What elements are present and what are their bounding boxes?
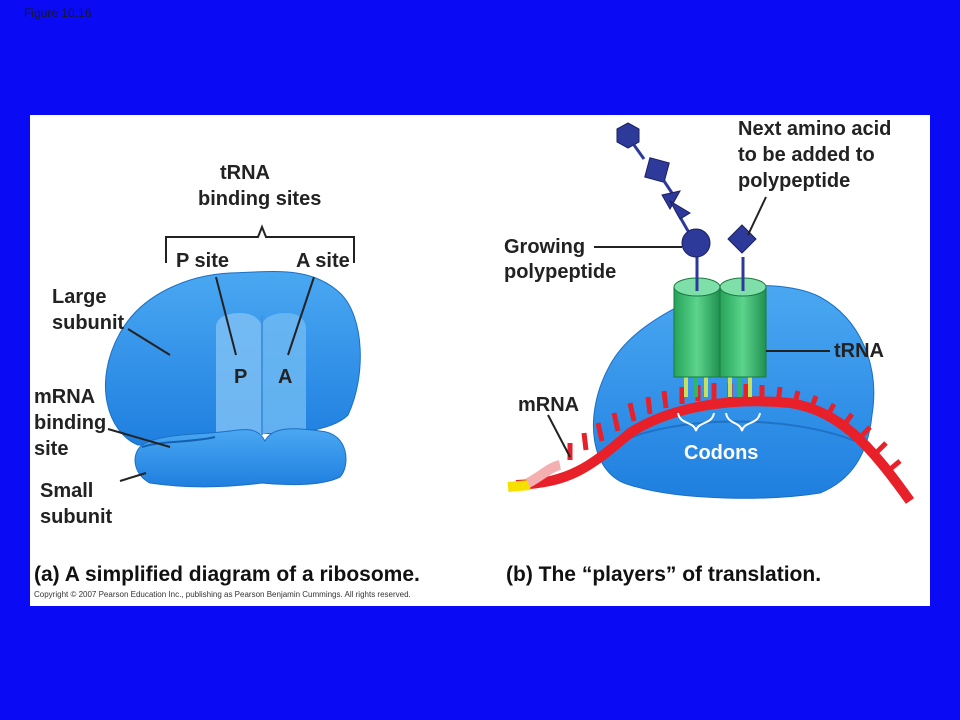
translation-diagram (507, 122, 915, 504)
next-amino-label-1: Next amino acid (738, 118, 891, 140)
next-amino-label-3: polypeptide (738, 170, 850, 192)
trna-sites-label-1: tRNA (220, 162, 270, 184)
panel-a-caption: (a) A simplified diagram of a ribosome. (34, 563, 420, 586)
binding-sites-brace (165, 224, 355, 263)
trna-label: tRNA (834, 340, 884, 362)
polypeptide-chain (616, 122, 757, 258)
large-subunit-label-2: subunit (52, 312, 125, 334)
codon-brackets (677, 412, 761, 432)
small-subunit-label-1: Small (40, 480, 93, 502)
small-subunit-shape (134, 428, 347, 488)
ribosome-diagram: P A (105, 271, 361, 488)
p-letter: P (234, 366, 247, 388)
panel-b-leaders (547, 196, 830, 458)
growing-label-1: Growing (504, 236, 585, 258)
small-subunit-label-2: subunit (40, 506, 113, 528)
panel-a-leaders (107, 276, 315, 482)
trna-left (673, 277, 721, 378)
p-site-channel (216, 313, 262, 433)
next-amino-label-2: to be added to (738, 144, 875, 166)
p-site-label: P site (176, 250, 229, 272)
mrna-site-label-2: binding (34, 412, 106, 434)
codons-label: Codons (684, 442, 758, 464)
mrna-site-label-3: site (34, 438, 68, 460)
growing-label-2: polypeptide (504, 261, 616, 283)
a-letter: A (278, 366, 292, 388)
mrna-strand (515, 396, 915, 504)
trna-right (719, 277, 767, 378)
mrna-label: mRNA (518, 394, 579, 416)
mrna-site-label-1: mRNA (34, 386, 95, 408)
ribosome-shape (592, 285, 875, 499)
large-subunit-label-1: Large (52, 286, 106, 308)
panel-b-caption: (b) The “players” of translation. (506, 563, 821, 586)
figure-panel: P A tRNA binding sites P site A site Lar… (30, 115, 930, 606)
a-site-channel (262, 313, 306, 433)
figure-svg: P A tRNA binding sites P site A site Lar… (34, 118, 915, 599)
a-site-label: A site (296, 250, 350, 272)
figure-label: Figure 10.16 (24, 6, 92, 20)
trna-sites-label-2: binding sites (198, 188, 321, 210)
copyright-text: Copyright © 2007 Pearson Education Inc.,… (34, 590, 411, 599)
